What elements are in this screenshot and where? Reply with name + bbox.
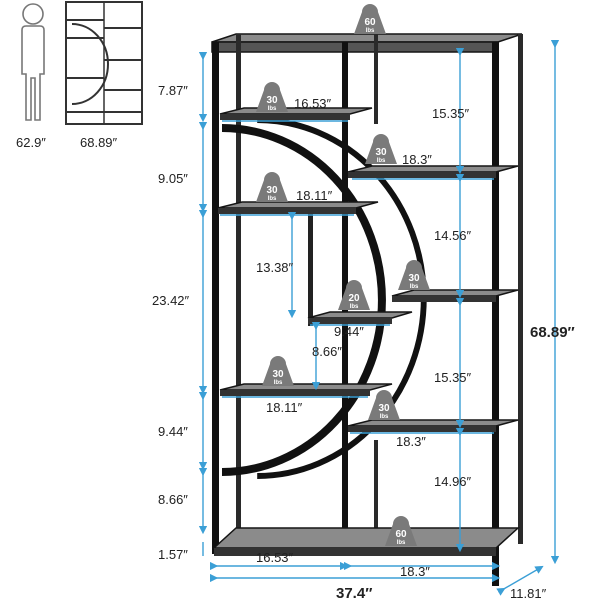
svg-text:30: 30: [272, 369, 284, 380]
left-gap-3: 23.42″: [152, 293, 190, 308]
svg-text:30: 30: [266, 185, 278, 196]
dimension-lines: [198, 39, 560, 596]
weight-badge-right-1: 30 lbs: [365, 134, 397, 164]
left-gap-2: 9.05″: [158, 171, 188, 186]
weight-badge-right-mid: 30 lbs: [398, 260, 430, 290]
weight-badge-left-2: 30 lbs: [256, 172, 288, 202]
svg-text:lbs: lbs: [397, 540, 406, 546]
svg-text:30: 30: [408, 273, 420, 284]
weight-badge-left-lower: 30 lbs: [262, 356, 294, 386]
weight-badge-right-lower: 30 lbs: [368, 390, 400, 420]
svg-text:lbs: lbs: [380, 414, 389, 420]
person-silhouette: [21, 3, 45, 121]
weight-badge-small: 20 lbs: [338, 280, 370, 310]
svg-text:lbs: lbs: [274, 380, 283, 386]
shelf-frame: [211, 33, 523, 586]
weight-badge-bottom: 60 lbs: [385, 516, 417, 546]
inner-gap-2: 8.66″: [312, 344, 342, 359]
svg-text:60: 60: [364, 17, 376, 28]
svg-text:lbs: lbs: [410, 284, 419, 290]
shelves: [212, 107, 520, 556]
dimension-labels: 7.87″ 9.05″ 23.42″ 9.44″ 8.66″ 1.57″ 15.…: [152, 83, 575, 600]
svg-text:30: 30: [375, 147, 387, 158]
overall-height-label: 68.89″: [530, 324, 575, 341]
right-gap-1: 15.35″: [432, 106, 470, 121]
svg-text:30: 30: [378, 403, 390, 414]
thumb-height-label: 68.89″: [80, 135, 118, 150]
weight-badge-left-top: 30 lbs: [256, 82, 288, 112]
right-gap-4: 14.96″: [434, 474, 472, 489]
person-height-label: 62.9″: [16, 135, 46, 150]
svg-text:lbs: lbs: [350, 304, 359, 310]
shelf-width-right-lower: 18.3″: [396, 434, 426, 449]
shelf-width-right-1: 18.3″: [402, 152, 432, 167]
depth-label: 11.81″: [510, 586, 547, 600]
right-gap-3: 15.35″: [434, 370, 472, 385]
svg-text:lbs: lbs: [268, 196, 277, 202]
shelf-width-left-top: 16.53″: [294, 96, 332, 111]
inner-gap-1: 13.38″: [256, 260, 294, 275]
left-gap-1: 7.87″: [158, 83, 188, 98]
mini-shelf: [65, 1, 143, 125]
shelf-width-bottom-right: 18.3″: [400, 564, 430, 579]
overall-width-label: 37.4″: [336, 585, 372, 600]
shelf-width-bottom-left: 16.53″: [256, 550, 294, 565]
svg-text:lbs: lbs: [268, 106, 277, 112]
shelf-width-left-lower: 18.11″: [266, 400, 303, 415]
svg-text:30: 30: [266, 95, 278, 106]
svg-text:20: 20: [348, 293, 360, 304]
svg-text:lbs: lbs: [377, 158, 386, 164]
svg-text:lbs: lbs: [366, 28, 375, 34]
left-gap-5: 8.66″: [158, 492, 188, 507]
right-gap-2: 14.56″: [434, 228, 472, 243]
svg-text:60: 60: [395, 529, 407, 540]
shelf-width-small: 9.44″: [334, 324, 364, 339]
shelf-width-left-2: 18.11″: [296, 188, 333, 203]
left-gap-4: 9.44″: [158, 424, 188, 439]
left-gap-6: 1.57″: [158, 547, 188, 562]
weight-badge-top: 60 lbs: [354, 4, 386, 34]
